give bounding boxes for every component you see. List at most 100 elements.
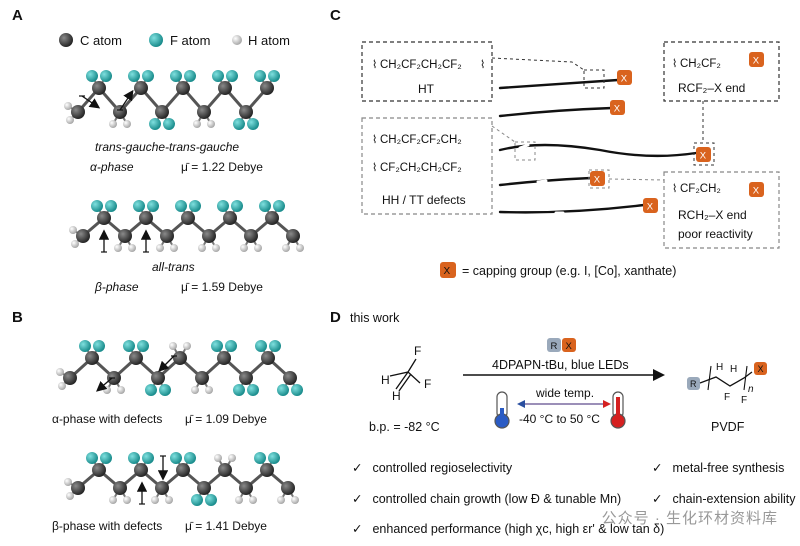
- carbon-atom: [160, 229, 174, 243]
- panel-label-a: A: [12, 7, 23, 24]
- hydrogen-atom: [240, 244, 248, 252]
- hydrogen-atom: [128, 244, 136, 252]
- hydrogen-atom: [198, 244, 206, 252]
- hydrogen-atom: [170, 244, 178, 252]
- hydrogen-atom: [191, 386, 199, 394]
- hydrogen-atom: [123, 120, 131, 128]
- ht-label: HT: [418, 82, 435, 96]
- hydrogen-atom: [56, 368, 64, 376]
- fluorine-atom: [142, 452, 154, 464]
- hydrogen-atom: [183, 342, 191, 350]
- pvdf-product: R H H F F n X: [687, 362, 767, 406]
- rcf2-formula: CH₂CF₂: [680, 58, 721, 70]
- fluorine-atom: [149, 118, 161, 130]
- hydrogen-atom: [212, 244, 220, 252]
- hydrogen-atom: [69, 226, 77, 234]
- carbon-atom: [173, 351, 187, 365]
- dipole-arrow: [119, 89, 134, 111]
- fluorine-atom: [205, 494, 217, 506]
- fluorine-atom: [184, 452, 196, 464]
- hydrogen-atom: [123, 496, 131, 504]
- panel-label-c: C: [330, 7, 341, 24]
- carbon-atom: [71, 481, 85, 495]
- hydrogen-atom: [169, 342, 177, 350]
- fluorine-atom: [93, 340, 105, 352]
- defect-box: ⌇ CH₂CF₂CF₂CH₂ ⌇ CF₂CH₂CH₂CF₂ HH / TT de…: [361, 117, 493, 215]
- fluorine-atom: [268, 70, 280, 82]
- hydrogen-atom: [296, 244, 304, 252]
- fluorine-atom: [137, 340, 149, 352]
- fluorine-atom: [233, 384, 245, 396]
- atom-h: H: [730, 364, 737, 375]
- hydrogen-atom: [193, 120, 201, 128]
- check-icon: ✓: [352, 461, 363, 475]
- hydrogen-atom: [64, 478, 72, 486]
- carbon-atom: [97, 211, 111, 225]
- carbon-atom: [223, 211, 237, 225]
- fluorine-atom: [142, 70, 154, 82]
- carbon-atom: [265, 211, 279, 225]
- carbon-atom: [281, 481, 295, 495]
- fluorine-atom: [255, 340, 267, 352]
- squiggle-icon: ⌇: [480, 59, 485, 71]
- check-text: controlled chain growth (low Đ & tunable…: [372, 492, 622, 506]
- squiggle-icon: ⌇: [372, 134, 377, 146]
- capping-group-x-badge: X: [696, 147, 711, 162]
- fluorine-atom: [145, 384, 157, 396]
- beta-dipole: μ̄ = 1.59 Debye: [181, 280, 263, 294]
- carbon-atom: [92, 81, 106, 95]
- hot-thermometer-icon: [610, 391, 626, 429]
- carbon-atom: [118, 229, 132, 243]
- legend-carbon: C atom: [80, 33, 122, 48]
- alpha-phase-label: α-phase: [90, 160, 134, 174]
- check-icon: ✓: [652, 461, 663, 475]
- squiggle-icon: ⌇: [372, 162, 377, 174]
- hydrogen-atom: [103, 386, 111, 394]
- rch2-label: RCH₂–X end: [678, 208, 747, 222]
- hydrogen-atom: [291, 496, 299, 504]
- carbon-atom: [197, 481, 211, 495]
- fluorine-atom: [100, 452, 112, 464]
- atom-legend: C atom F atom H atom: [59, 33, 290, 48]
- hydrogen-atom: [277, 496, 285, 504]
- carbon-atom: [134, 81, 148, 95]
- fluorine-atom: [175, 200, 187, 212]
- hydrogen-atom: [205, 386, 213, 394]
- carbon-atom: [139, 211, 153, 225]
- fluorine-atom: [291, 384, 303, 396]
- carbon-atom: [260, 463, 274, 477]
- carbon-atom: [244, 229, 258, 243]
- carbon-atom: [218, 81, 232, 95]
- fluorine-atom: [86, 452, 98, 464]
- carbon-atom: [261, 351, 275, 365]
- hydrogen-atom: [214, 454, 222, 462]
- carbon-atom-icon: [59, 33, 73, 47]
- alpha-dipole: μ̄ = 1.22 Debye: [181, 160, 263, 174]
- carbon-atom: [85, 351, 99, 365]
- panel-label-b: B: [12, 309, 23, 326]
- carbon-atom: [92, 463, 106, 477]
- carbon-atom: [176, 463, 190, 477]
- fluorine-atom: [163, 118, 175, 130]
- capping-group-x-badge: X: [590, 171, 605, 186]
- r-group-text: R: [551, 341, 558, 352]
- beta-defect-molecule: [64, 452, 299, 506]
- hydrogen-atom: [235, 496, 243, 504]
- hydrogen-atom: [151, 496, 159, 504]
- chain-5: [498, 203, 646, 214]
- check-text: controlled regioselectivity: [372, 461, 513, 475]
- capping-legend: X = capping group (e.g. I, [Co], xanthat…: [440, 262, 676, 278]
- carbon-atom: [260, 81, 274, 95]
- atom-f: F: [724, 392, 730, 403]
- carbon-atom: [113, 105, 127, 119]
- fluorine-atom: [100, 70, 112, 82]
- fluorine-atom: [86, 70, 98, 82]
- fluorine-atom: [247, 118, 259, 130]
- dipole-arrow: [81, 95, 101, 109]
- hydrogen-atom: [117, 386, 125, 394]
- carbon-atom: [176, 81, 190, 95]
- hydrogen-atom: [207, 120, 215, 128]
- check-text: enhanced performance (high χc, high εr' …: [372, 522, 665, 536]
- carbon-atom: [113, 481, 127, 495]
- fluorine-atom: [254, 452, 266, 464]
